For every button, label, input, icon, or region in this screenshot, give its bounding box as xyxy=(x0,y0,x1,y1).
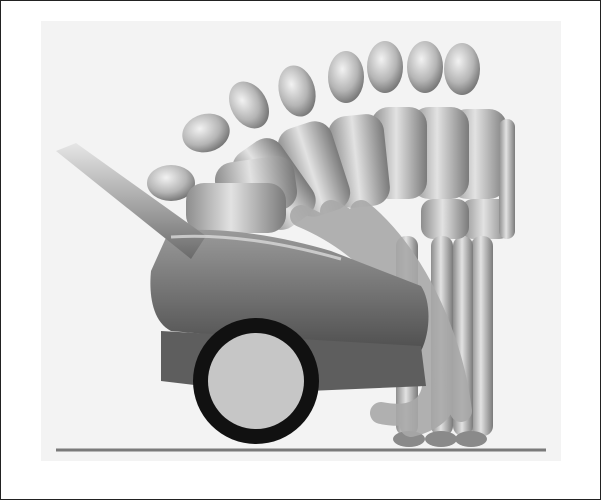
vehicle-wheel xyxy=(193,318,319,444)
